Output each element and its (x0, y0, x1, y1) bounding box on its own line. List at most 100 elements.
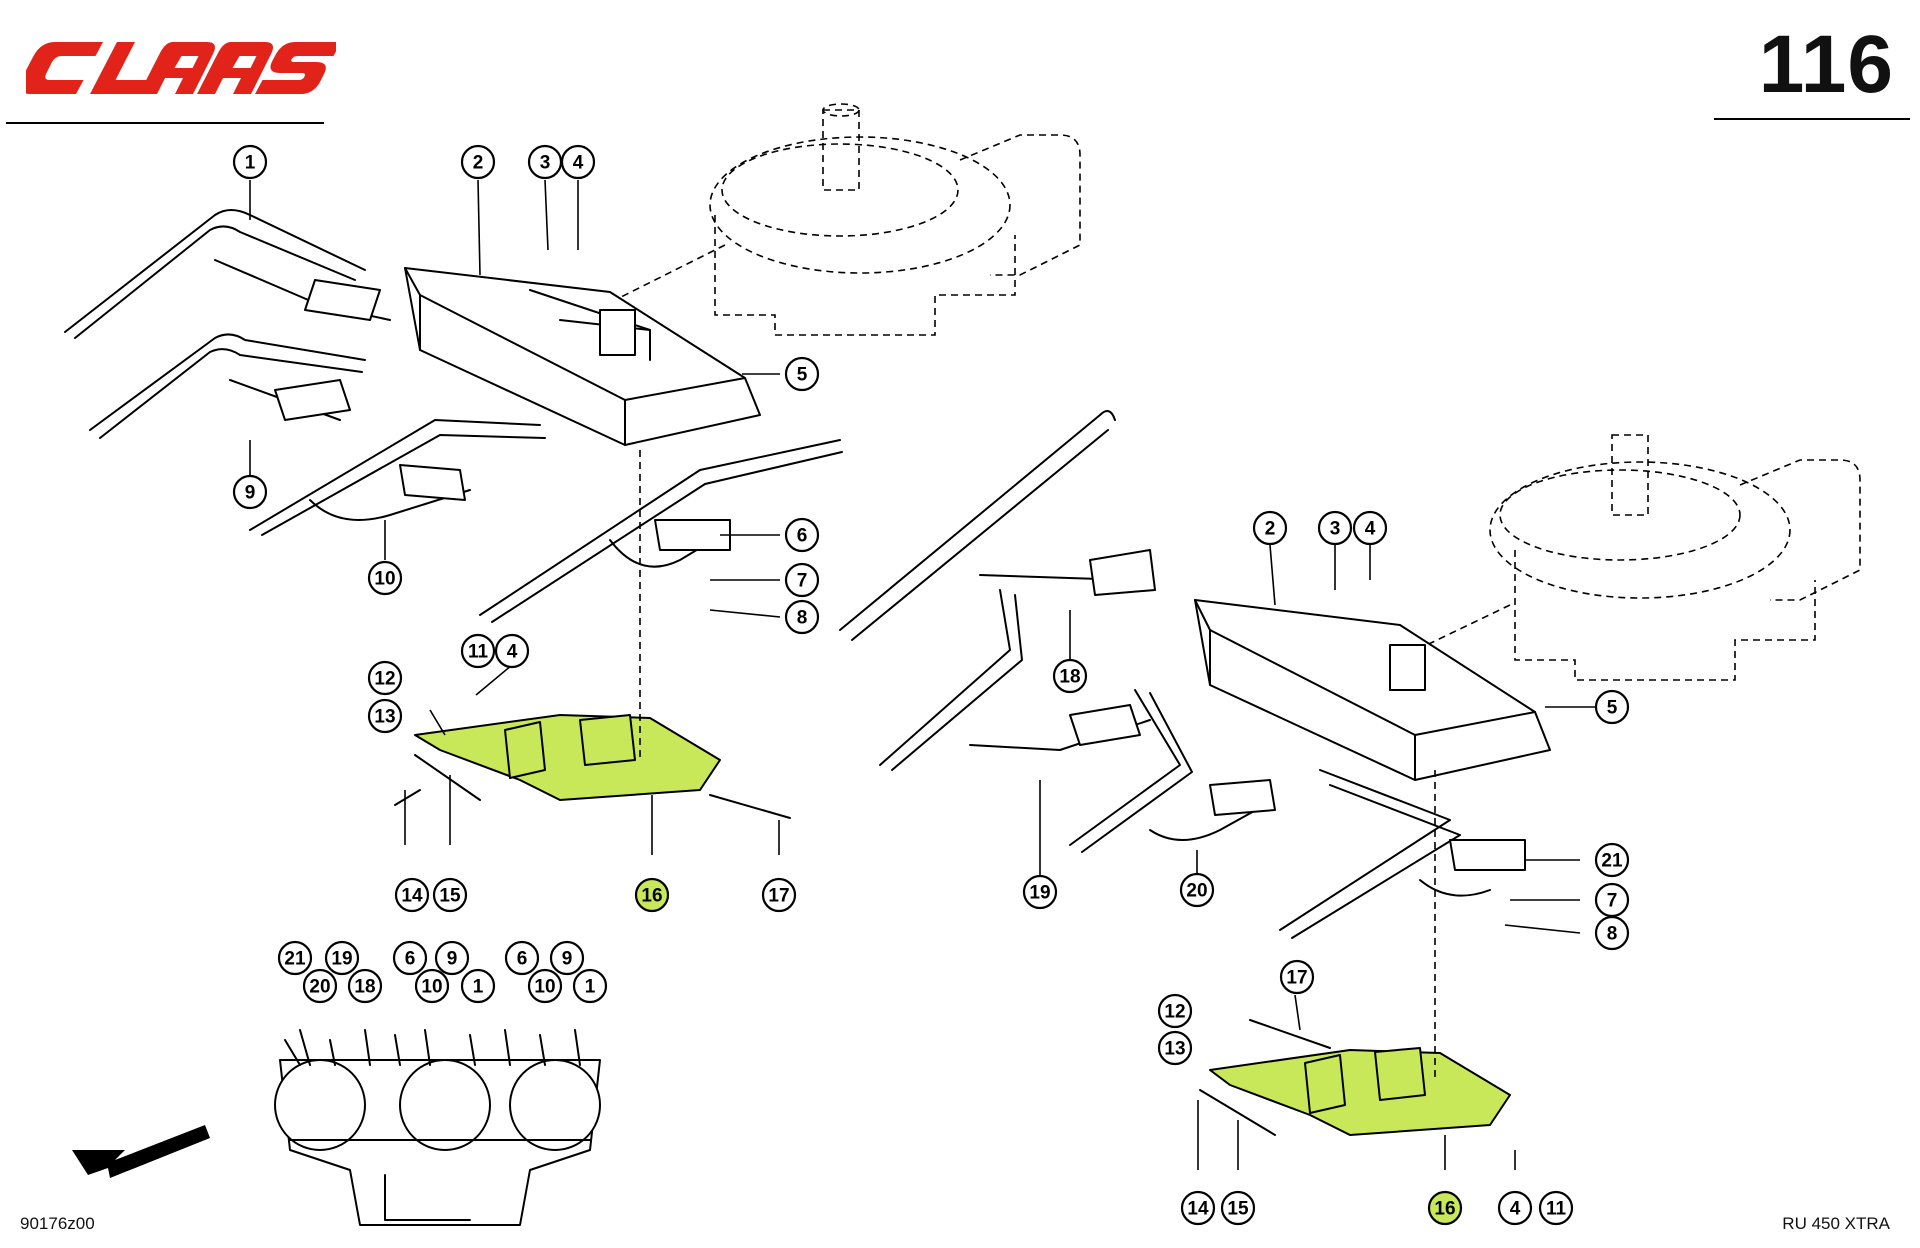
callout-number: 17 (768, 886, 789, 907)
callout-overview-9: 9 (434, 940, 470, 976)
callout-number: 11 (468, 642, 489, 663)
callout-number: 17 (1286, 968, 1307, 989)
callout-left-assembly-14: 14 (394, 877, 430, 913)
callout-right-assembly-17: 17 (1279, 959, 1315, 995)
callout-number: 4 (507, 642, 518, 663)
right-tine-arm-20 (1069, 689, 1276, 853)
callout-left-assembly-11: 11 (460, 633, 496, 669)
callout-number: 11 (1546, 1199, 1567, 1220)
left-guard-plate (394, 714, 791, 819)
callout-number: 3 (1330, 519, 1341, 540)
callout-number: 9 (447, 949, 458, 970)
callout-number: 5 (797, 365, 808, 386)
header-rule-left (6, 122, 324, 124)
callout-right-assembly-21: 21 (1594, 842, 1630, 878)
callout-number: 1 (245, 153, 256, 174)
left-tine-arm-9 (89, 333, 366, 439)
callout-overview-6: 6 (392, 940, 428, 976)
callout-number: 2 (473, 153, 484, 174)
right-tine-arm-21 (1279, 769, 1526, 939)
callout-right-assembly-4: 4 (1352, 510, 1388, 546)
header-rule-right (1714, 118, 1910, 120)
callout-number: 21 (1601, 851, 1623, 872)
left-gearbox-outline (604, 103, 1081, 336)
callout-number: 2 (1265, 519, 1276, 540)
callout-number: 8 (797, 608, 808, 629)
callout-left-assembly-1: 1 (232, 144, 268, 180)
right-tine-arm-19 (879, 589, 1151, 771)
left-tine-arm-6 (479, 439, 843, 623)
callout-number: 5 (1607, 698, 1618, 719)
callout-right-assembly-15: 15 (1220, 1190, 1256, 1226)
callout-overview-1: 1 (460, 968, 496, 1004)
callout-right-assembly-2: 2 (1252, 510, 1288, 546)
callout-number: 13 (374, 707, 395, 728)
callout-right-assembly-8: 8 (1594, 915, 1630, 951)
right-frame-beam (1194, 599, 1551, 781)
callout-left-assembly-3: 3 (527, 144, 563, 180)
callout-number: 16 (641, 886, 662, 907)
callout-overview-9: 9 (549, 940, 585, 976)
callout-number: 4 (573, 153, 584, 174)
callout-left-assembly-6: 6 (784, 517, 820, 553)
left-tine-arm-1 (64, 209, 391, 339)
callout-number: 20 (1186, 881, 1207, 902)
callout-number: 3 (540, 153, 551, 174)
callout-number: 12 (374, 669, 395, 690)
callout-right-assembly-5: 5 (1594, 689, 1630, 725)
overview-drawing (274, 1029, 601, 1226)
right-gearbox-outline (1384, 434, 1861, 681)
callout-left-assembly-12: 12 (367, 660, 403, 696)
callout-overview-6: 6 (504, 940, 540, 976)
callout-number: 6 (405, 949, 416, 970)
callout-right-assembly-16: 16 (1427, 1190, 1463, 1226)
callout-right-assembly-12: 12 (1157, 993, 1193, 1029)
callout-right-assembly-14: 14 (1180, 1190, 1216, 1226)
callout-left-assembly-7: 7 (784, 562, 820, 598)
callout-right-assembly-4: 4 (1497, 1190, 1533, 1226)
callout-number: 14 (1187, 1199, 1209, 1220)
right-leaders (1039, 544, 1595, 1170)
callout-overview-19: 19 (324, 940, 360, 976)
callout-number: 9 (562, 949, 573, 970)
callout-number: 14 (401, 886, 423, 907)
left-frame-beam (404, 267, 761, 446)
callout-number: 18 (1059, 667, 1080, 688)
right-tine-arm-18 (839, 410, 1156, 641)
callout-number: 19 (331, 949, 352, 970)
left-leaders (249, 179, 781, 855)
callout-right-assembly-13: 13 (1157, 1030, 1193, 1066)
model-name: RU 450 XTRA (1782, 1214, 1890, 1233)
callout-left-assembly-13: 13 (367, 698, 403, 734)
callout-number: 12 (1164, 1002, 1185, 1023)
callout-right-assembly-11: 11 (1538, 1190, 1574, 1226)
callout-overview-18: 18 (347, 968, 383, 1004)
callout-number: 15 (439, 886, 461, 907)
callout-number: 4 (1510, 1199, 1521, 1220)
drawing-number: 90176z00 (20, 1214, 95, 1233)
callout-number: 7 (797, 571, 808, 592)
claas-logo (26, 42, 336, 94)
page-number: 116 (1758, 19, 1894, 110)
callout-left-assembly-5: 5 (784, 356, 820, 392)
callout-overview-10: 10 (527, 968, 563, 1004)
callout-right-assembly-20: 20 (1179, 872, 1215, 908)
callout-overview-21: 21 (277, 940, 313, 976)
callout-left-assembly-16: 16 (634, 877, 670, 913)
callout-right-assembly-3: 3 (1317, 510, 1353, 546)
callout-number: 10 (374, 569, 395, 590)
right-guard-plate (1199, 1019, 1511, 1136)
callout-right-assembly-7: 7 (1594, 882, 1630, 918)
callout-number: 18 (354, 977, 375, 998)
callout-number: 7 (1607, 891, 1618, 912)
callout-left-assembly-4: 4 (560, 144, 596, 180)
callout-overview-20: 20 (302, 968, 338, 1004)
left-tine-arm-10 (249, 419, 546, 536)
direction-arrow (72, 1125, 210, 1178)
callout-number: 4 (1365, 519, 1376, 540)
callout-overview-1: 1 (572, 968, 608, 1004)
callout-number: 20 (309, 977, 330, 998)
